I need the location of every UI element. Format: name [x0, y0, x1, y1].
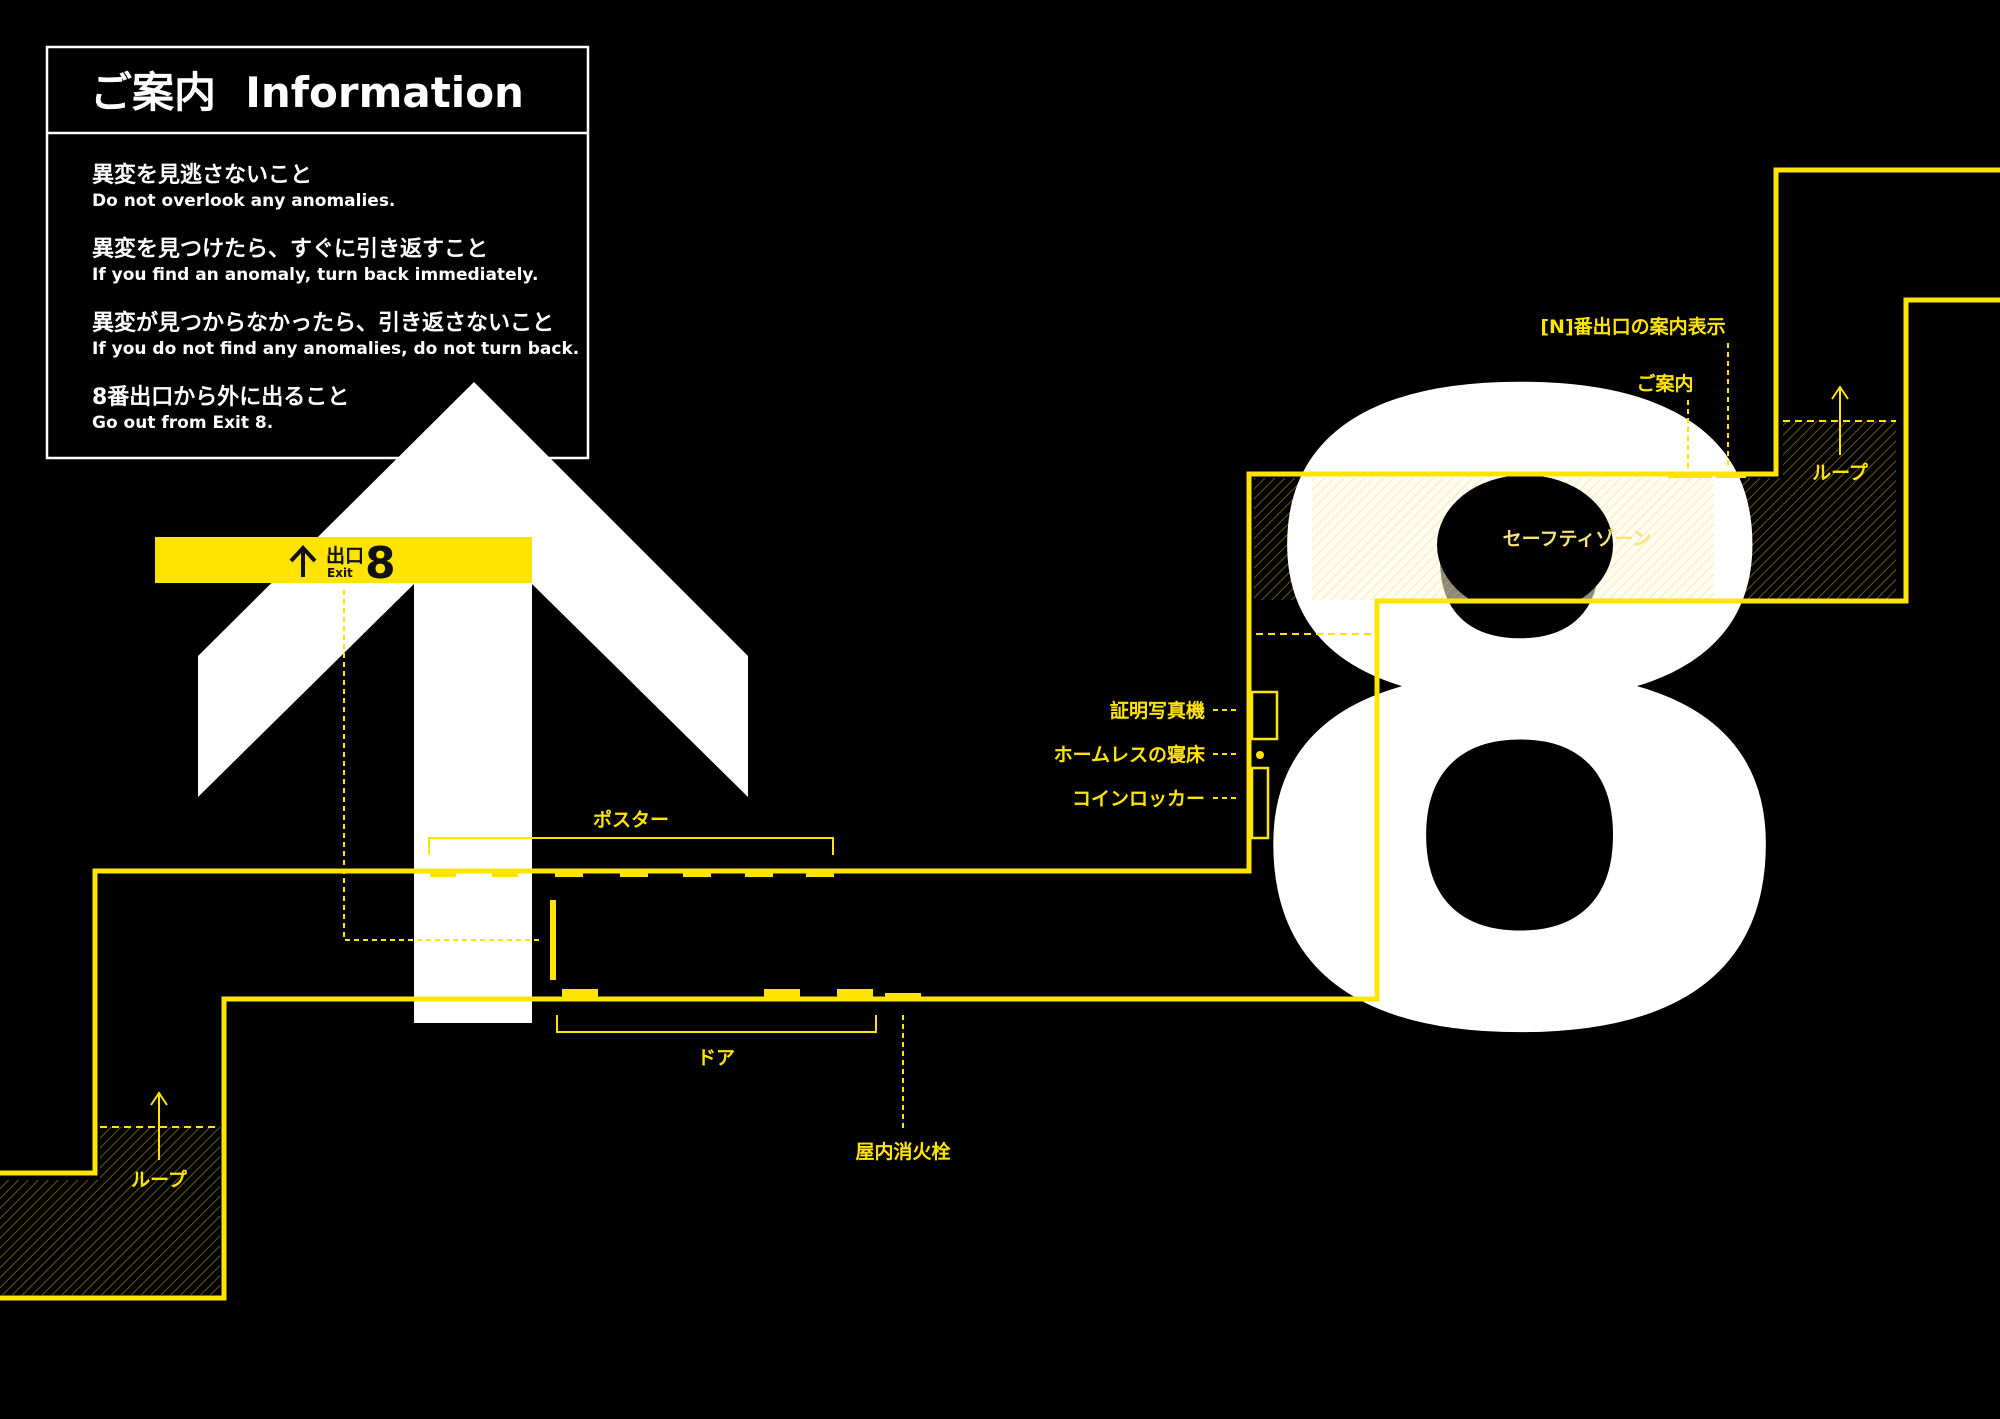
loop-zone-left — [0, 1180, 220, 1295]
loop-label-right: ループ — [1812, 461, 1869, 484]
rule-4-en: Go out from Exit 8. — [92, 413, 273, 433]
exit-sign: 出口 Exit 8 — [155, 537, 532, 589]
info-panel: ご案内 Information 異変を見逃さないこと Do not overlo… — [45, 45, 590, 460]
rule-2-ja: 異変を見つけたら、すぐに引き返すこと — [92, 236, 488, 262]
rule-3-ja: 異変が見つからなかったら、引き返さないこと — [92, 310, 554, 336]
poster-bracket — [428, 837, 834, 855]
coin-locker-icon — [1250, 766, 1270, 840]
exit-sign-en: Exit — [327, 566, 353, 580]
big8-upper-hole — [1437, 475, 1613, 615]
information-marker — [1668, 472, 1712, 478]
corridor-wall-bottom — [0, 297, 2000, 1301]
photo-booth-icon — [1250, 690, 1279, 741]
rule-3-en: If you do not find any anomalies, do not… — [92, 339, 579, 359]
loop-label-left: ループ — [131, 1168, 188, 1191]
door-label: ドア — [697, 1047, 735, 1069]
homeless-bed-label: ホームレスの寝床 — [1054, 743, 1205, 766]
big-number-8: 8 — [1221, 222, 1819, 1223]
rule-1-ja: 異変を見逃さないこと — [92, 162, 312, 188]
info-title: ご案内 Information — [90, 68, 524, 117]
sign-post-marker — [550, 900, 556, 980]
exit-n-sign-label: [N]番出口の案内表示 — [1540, 315, 1725, 338]
door-bracket — [556, 1015, 877, 1033]
loop-arrow-left — [150, 1091, 168, 1160]
exit-sign-number: 8 — [365, 538, 396, 589]
up-arrow-icon — [289, 545, 317, 577]
corridor-wall-top — [0, 167, 2000, 1176]
rule-2-en: If you find an anomaly, turn back immedi… — [92, 265, 538, 285]
poster-markers — [430, 871, 834, 877]
exit-sign-ja: 出口 — [326, 544, 364, 567]
door-markers — [562, 989, 873, 999]
hydrant-marker — [885, 993, 921, 999]
exit-n-sign-marker — [1716, 472, 1746, 478]
homeless-bed-icon — [1256, 751, 1264, 759]
rule-1-en: Do not overlook any anomalies. — [92, 191, 395, 211]
loop-arrow-right — [1831, 385, 1849, 455]
poster-label: ポスター — [593, 808, 669, 831]
photo-booth-label: 証明写真機 — [1110, 699, 1205, 722]
coin-locker-label: コインロッカー — [1072, 788, 1205, 810]
rule-4-ja: 8番出口から外に出ること — [92, 384, 349, 410]
hydrant-label: 屋内消火栓 — [855, 1140, 950, 1163]
information-label: ご案内 — [1636, 372, 1693, 395]
safe-zone-label: セーフティゾーン — [1503, 528, 1652, 550]
